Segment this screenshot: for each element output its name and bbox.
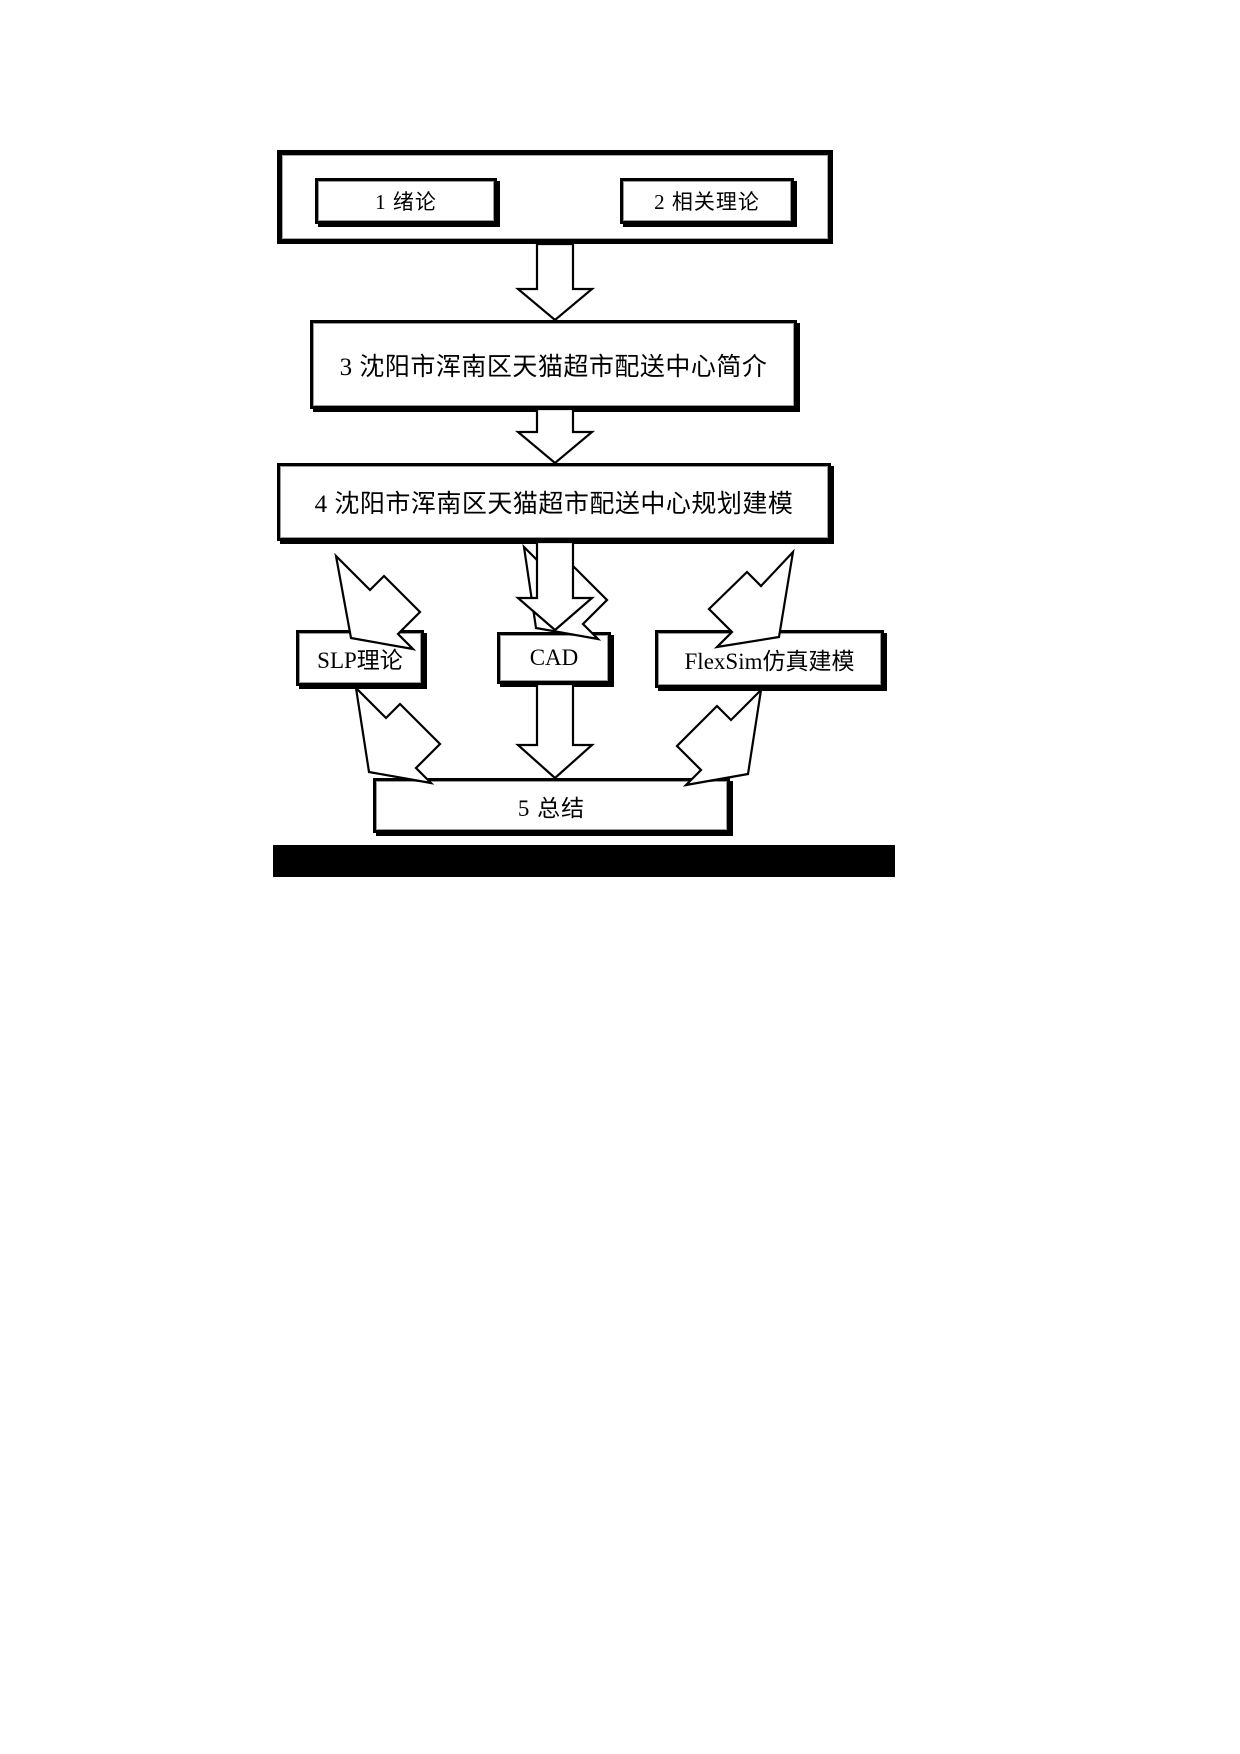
node-flexsim-simulation-modeling[interactable]: FlexSim仿真建模 <box>655 630 884 688</box>
arrow-flexsim-to-summary-icon <box>675 686 763 787</box>
arrow-chapter4-to-slp-block-icon <box>522 543 609 641</box>
node-label: SLP理论 <box>317 648 403 673</box>
arrow-chapter4-to-cad-icon <box>515 540 595 632</box>
node-chapter-5-summary[interactable]: 5 总结 <box>373 778 730 833</box>
node-label: 4 沈阳市浑南区天猫超市配送中心规划建模 <box>314 491 794 518</box>
group-frame-inner-hairline <box>282 155 828 239</box>
node-chapter-2-related-theory[interactable]: 2 相关理论 <box>620 178 794 224</box>
node-slp-theory[interactable]: SLP理论 <box>296 630 424 686</box>
arrow-slp-to-summary-icon <box>352 690 444 770</box>
arrow-slp-to-summary-block-icon <box>354 684 442 785</box>
arrow-chapter4-to-slp-icon <box>332 545 583 624</box>
arrow-chapter3-to-chapter4-icon <box>514 407 596 465</box>
footer-rule <box>273 845 895 877</box>
node-label: 2 相关理论 <box>654 190 760 214</box>
node-label: FlexSim仿真建模 <box>684 649 855 674</box>
node-label: CAD <box>529 645 579 670</box>
node-label: 5 总结 <box>517 795 586 821</box>
node-label: 3 沈阳市浑南区天猫超市配送中心简介 <box>339 353 768 381</box>
arrow-group-to-chapter3-icon <box>514 242 596 322</box>
node-label: 1 绪论 <box>375 190 437 214</box>
arrow-cad-to-summary-icon <box>515 682 595 780</box>
node-cad[interactable]: CAD <box>497 632 611 684</box>
node-chapter-1-introduction[interactable]: 1 绪论 <box>315 178 497 224</box>
node-chapter-4-planning-modeling[interactable]: 4 沈阳市浑南区天猫超市配送中心规划建模 <box>277 463 831 541</box>
node-chapter-3-distribution-center-overview[interactable]: 3 沈阳市浑南区天猫超市配送中心简介 <box>310 320 797 409</box>
